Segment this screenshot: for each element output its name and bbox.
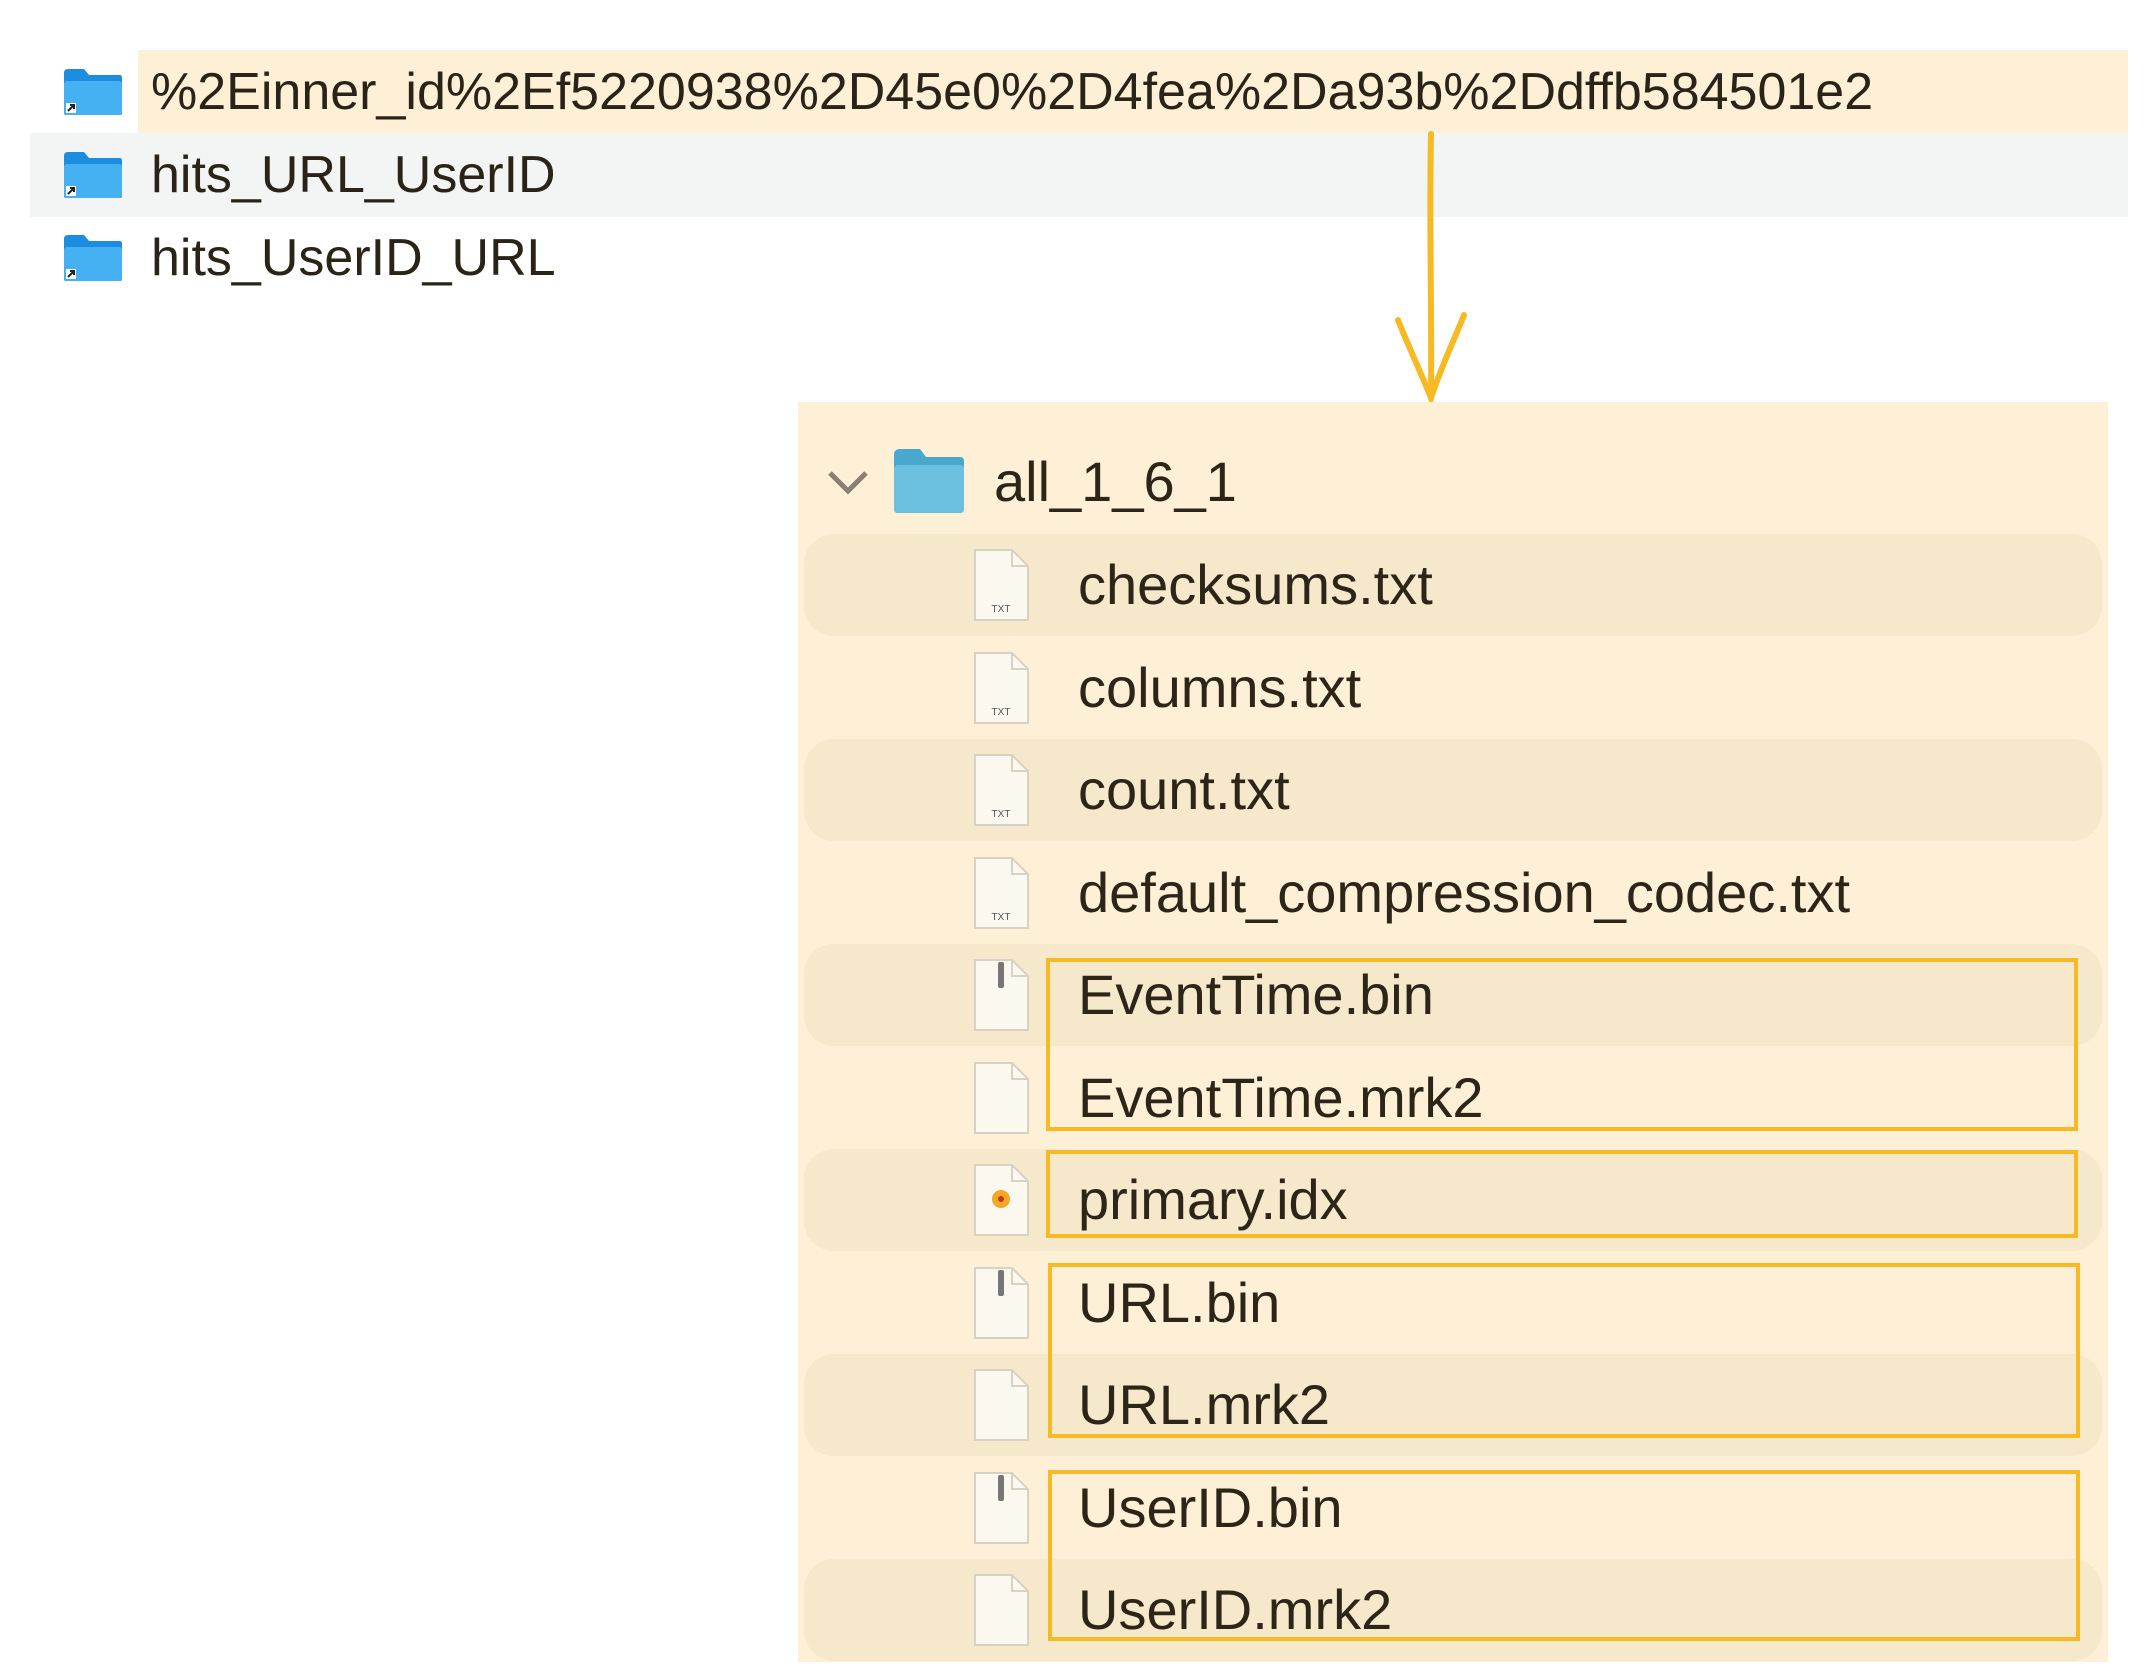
highlight-box-primary (1046, 1150, 2078, 1238)
file-name: primary.idx (1078, 1168, 1348, 1231)
folder-list-item[interactable]: %2Einner_id%2Ef5220938%2D45e0%2D4fea%2Da… (64, 50, 2128, 134)
folder-alias-icon (64, 69, 122, 115)
txt-file-icon: TXT (974, 856, 1029, 929)
file-row[interactable]: TXT default_compression_codec.txt (804, 842, 2102, 944)
file-name: URL.bin (1078, 1270, 1281, 1334)
file-row[interactable]: TXT checksums.txt (804, 534, 2102, 636)
folder-icon (894, 449, 964, 513)
file-name: default_compression_codec.txt (1078, 860, 1850, 924)
highlight-box-eventtime (1046, 958, 2078, 1131)
folder-list-item[interactable]: hits_UserID_URL (30, 216, 2128, 300)
folder-list-item[interactable]: hits_URL_UserID (30, 133, 2128, 217)
txt-file-icon: TXT (974, 754, 1029, 826)
folder-alias-icon (64, 235, 122, 281)
binary-file-icon (974, 959, 1029, 1031)
svg-text:TXT: TXT (992, 604, 1011, 615)
file-row[interactable]: EventTime.mrk2 (804, 1047, 2102, 1149)
file-name: columns.txt (1078, 655, 1362, 719)
file-row[interactable]: URL.bin (804, 1252, 2102, 1354)
txt-file-icon: TXT (974, 549, 1029, 621)
highlight-box-url (1048, 1263, 2080, 1438)
folder-name: hits_UserID_URL (151, 229, 556, 287)
file-name: EventTime.bin (1078, 963, 1434, 1026)
folder-name: hits_URL_UserID (151, 146, 556, 204)
index-file-icon (974, 1164, 1029, 1236)
folder-name: all_1_6_1 (994, 450, 1237, 513)
file-name: URL.mrk2 (1078, 1373, 1331, 1436)
txt-file-icon: TXT (974, 651, 1029, 724)
chevron-down-icon[interactable] (826, 467, 870, 497)
file-name: EventTime.mrk2 (1078, 1065, 1484, 1129)
folder-row[interactable]: all_1_6_1 (804, 431, 2102, 533)
svg-text:TXT: TXT (992, 809, 1011, 820)
arrow-annotation (1395, 131, 1467, 407)
highlight-box-userid (1048, 1470, 2080, 1641)
binary-file-icon (974, 1471, 1029, 1544)
file-row[interactable]: UserID.bin (804, 1457, 2102, 1559)
binary-file-icon (974, 1266, 1029, 1339)
blank-file-icon (974, 1574, 1029, 1646)
file-name: count.txt (1078, 758, 1290, 821)
file-row[interactable]: URL.mrk2 (804, 1354, 2102, 1456)
blank-file-icon (974, 1369, 1029, 1441)
file-row[interactable]: UserID.mrk2 (804, 1559, 2102, 1661)
svg-text:TXT: TXT (992, 707, 1011, 718)
file-name: UserID.mrk2 (1078, 1578, 1393, 1641)
folder-alias-icon (64, 152, 122, 198)
svg-text:TXT: TXT (992, 912, 1011, 923)
blank-file-icon (974, 1061, 1029, 1134)
file-row[interactable]: TXT columns.txt (804, 637, 2102, 739)
file-name: checksums.txt (1078, 553, 1433, 616)
file-row[interactable]: TXT count.txt (804, 739, 2102, 841)
file-name: UserID.bin (1078, 1475, 1343, 1539)
folder-name: %2Einner_id%2Ef5220938%2D45e0%2D4fea%2Da… (151, 63, 1874, 121)
